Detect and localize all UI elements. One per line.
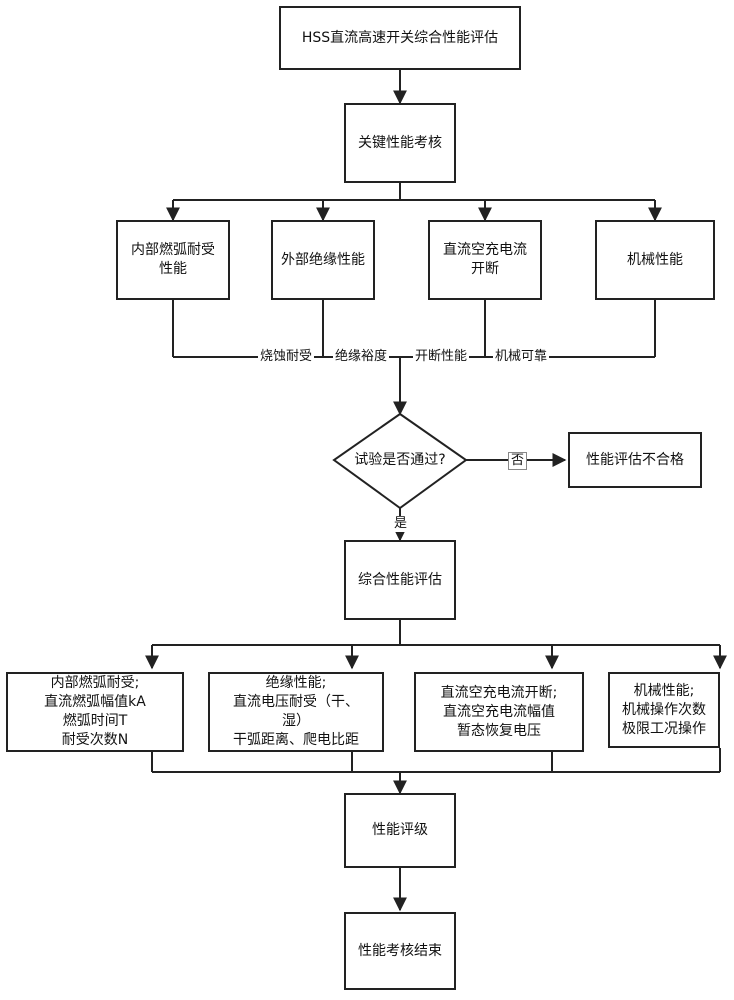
category-3-line-1: 直流空充电流	[443, 242, 527, 258]
merge-label-4: 机械可靠	[493, 349, 550, 365]
detail-4-line-1: 机械性能;	[633, 682, 695, 699]
detail-box-1: 内部燃弧耐受; 直流燃弧幅值kA 燃弧时间T 耐受次数N	[6, 672, 184, 752]
detail-2-line-1: 绝缘性能;	[265, 675, 327, 691]
detail-1-line-1: 内部燃弧耐受;	[50, 675, 140, 691]
decision-text: 试验是否通过?	[354, 452, 446, 468]
category-1-line-1: 内部燃弧耐受	[131, 242, 215, 258]
detail-2-line-3: 湿）	[282, 713, 310, 729]
end-box: 性能考核结束	[344, 912, 456, 990]
fail-box: 性能评估不合格	[568, 432, 702, 488]
category-3-line-2: 开断	[471, 261, 499, 277]
category-box-4: 机械性能	[595, 220, 715, 300]
merge-label-2: 绝缘裕度	[333, 349, 390, 365]
detail-4-line-3: 极限工况操作	[622, 720, 706, 737]
detail-box-3: 直流空充电流开断; 直流空充电流幅值 暂态恢复电压	[414, 672, 584, 752]
yes-label: 是	[392, 516, 410, 532]
detail-3-line-3: 暂态恢复电压	[457, 722, 541, 739]
category-1-line-2: 性能	[159, 261, 187, 277]
key-assessment-box: 关键性能考核	[344, 103, 456, 183]
category-box-3: 直流空充电流 开断	[428, 220, 542, 300]
category-box-2: 外部绝缘性能	[271, 220, 375, 300]
detail-3-line-1: 直流空充电流开断;	[440, 684, 558, 701]
category-box-1: 内部燃弧耐受 性能	[116, 220, 230, 300]
detail-1-line-2: 直流燃弧幅值kA	[44, 694, 146, 710]
merge-label-1: 烧蚀耐受	[258, 349, 315, 365]
detail-2-line-2: 直流电压耐受（干、	[233, 694, 359, 710]
detail-2-line-4: 干弧距离、爬电比距	[233, 732, 359, 748]
title-box: HSS直流高速开关综合性能评估	[279, 6, 521, 70]
detail-box-4: 机械性能; 机械操作次数 极限工况操作	[608, 672, 720, 748]
detail-3-line-2: 直流空充电流幅值	[443, 703, 555, 720]
detail-box-2: 绝缘性能; 直流电压耐受（干、 湿） 干弧距离、爬电比距	[208, 672, 384, 752]
comprehensive-box: 综合性能评估	[344, 540, 456, 620]
detail-1-line-4: 耐受次数N	[61, 732, 129, 748]
merge-label-3: 开断性能	[413, 349, 470, 365]
grading-box: 性能评级	[344, 793, 456, 868]
no-label: 否	[508, 452, 528, 470]
detail-1-line-3: 燃弧时间T	[62, 713, 128, 729]
detail-4-line-2: 机械操作次数	[622, 701, 706, 718]
category-2-line-1: 外部绝缘性能	[281, 251, 365, 268]
category-4-line-1: 机械性能	[627, 251, 683, 268]
